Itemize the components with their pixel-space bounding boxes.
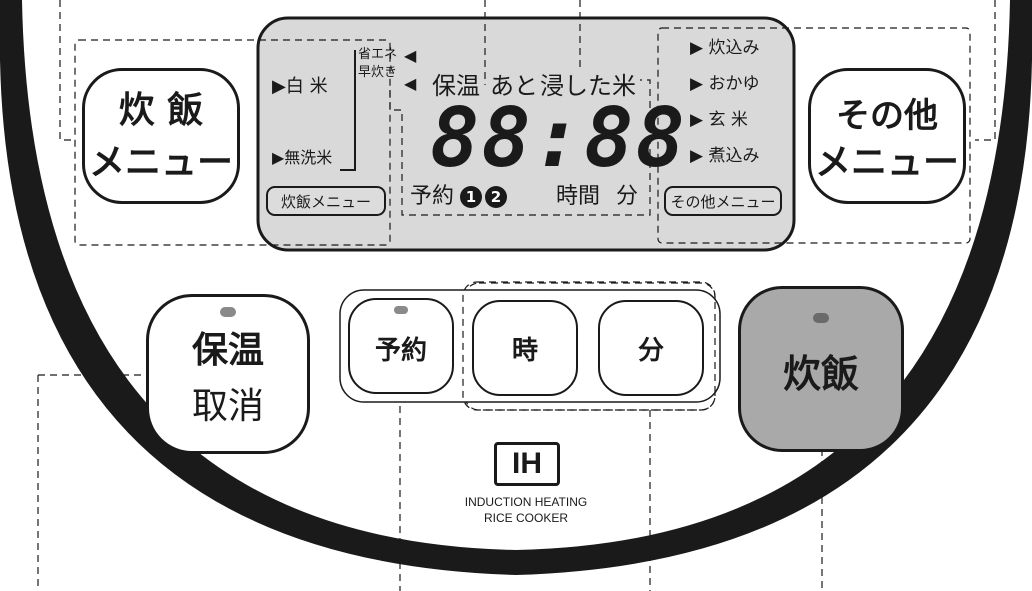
rice-menu-bracket [340, 50, 356, 171]
triangle-left-icon: ◀ [404, 46, 417, 65]
cancel-label: 取消 [191, 386, 264, 427]
other-menu-button[interactable]: その他 メニュー [808, 68, 966, 204]
lcd-panel [256, 16, 796, 252]
logo-line1: INDUCTION HEATING [464, 495, 588, 509]
reserve-button-label: 予約 [374, 336, 427, 366]
rice-menu-button[interactable]: 炊 飯 メニュー [82, 68, 240, 204]
label-quick: 早炊き [358, 65, 398, 80]
label-eco: 省エネ [358, 47, 398, 62]
other-menu-item-2: ▶ おかゆ [690, 74, 760, 94]
cook-button[interactable]: 炊飯 [738, 286, 904, 452]
other-menu-button-line1: その他 [836, 96, 938, 136]
cook-button-label: 炊飯 [782, 352, 859, 396]
status-keep-warm: 保温 [432, 72, 480, 100]
logo-line2: RICE COOKER [483, 511, 568, 525]
lcd-digits: 88:88 [430, 91, 687, 186]
minute-button[interactable]: 分 [598, 300, 704, 396]
other-menu-button-line2: メニュー [814, 142, 959, 183]
reserve-button[interactable]: 予約 [348, 298, 454, 394]
keep-warm-label: 保温 [191, 330, 264, 371]
status-remaining: あと [490, 72, 538, 100]
minute-button-label: 分 [637, 336, 664, 366]
reserve-slot-2: 2 [485, 186, 507, 208]
hour-button[interactable]: 時 [472, 300, 578, 396]
label-minutes: 分 [616, 184, 639, 209]
label-hours: 時間 [556, 184, 601, 209]
other-menu-item-3: ▶ 玄 米 [690, 110, 748, 130]
menu-item-musenmai: ▶無洗米 [272, 148, 333, 167]
rice-menu-label: 炊飯メニュー [266, 186, 386, 216]
label-reserve: 予約 [410, 184, 455, 209]
rice-menu-button-line1: 炊 飯 [118, 90, 204, 131]
led-indicator-icon [394, 306, 408, 314]
reserve-slot-1: 1 [460, 186, 482, 208]
keep-warm-cancel-button[interactable]: 保温 取消 [146, 294, 310, 454]
other-menu-label: その他メニュー [664, 186, 782, 216]
rice-menu-button-line2: メニュー [88, 142, 233, 183]
hour-button-label: 時 [511, 336, 538, 366]
status-soaked-rice: 浸した米 [540, 72, 636, 100]
triangle-left-icon: ◀ [404, 74, 417, 93]
other-menu-item-4: ▶ 煮込み [690, 146, 760, 166]
led-indicator-icon [220, 307, 236, 317]
led-indicator-icon [813, 313, 829, 323]
menu-item-white-rice: ▶白 米 [272, 76, 328, 97]
other-menu-item-1: ▶ 炊込み [690, 38, 760, 58]
ih-logo: IH [494, 442, 560, 486]
